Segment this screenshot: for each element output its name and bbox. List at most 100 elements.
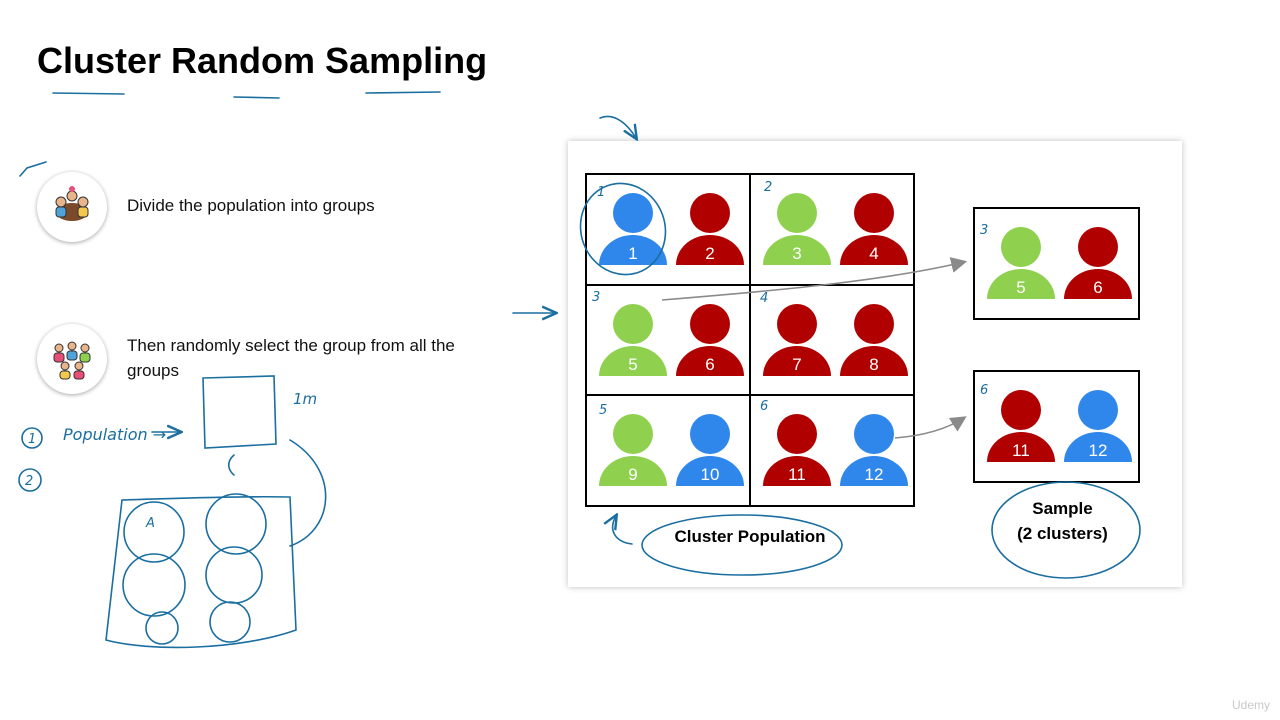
ink-sketch-curve (289, 439, 327, 547)
ink-cluster-number-5: 5 (599, 403, 607, 418)
person-head (854, 304, 894, 344)
person-head (690, 193, 730, 233)
ink-cluster-number-3: 3 (592, 290, 600, 305)
ink-sketch-arrow-down (227, 454, 235, 476)
watermark-logo: Udemy (1231, 698, 1270, 712)
person-body (987, 269, 1055, 299)
person-number: 4 (869, 244, 878, 263)
person-number: 10 (701, 465, 720, 484)
person-number: 6 (1093, 278, 1102, 297)
population-person-12: 12 (840, 414, 908, 486)
ink-size-note: 1m (293, 390, 317, 408)
person-number: 6 (705, 355, 714, 374)
person-head (1078, 390, 1118, 430)
ink-arrow-top (599, 115, 636, 138)
sample-box-2 (973, 370, 1140, 483)
person-number: 5 (1016, 278, 1025, 297)
person-body (840, 346, 908, 376)
ink-check-mark (19, 161, 47, 177)
person-head (777, 304, 817, 344)
person-body (676, 456, 744, 486)
slide-title: Cluster Random Sampling (37, 40, 488, 81)
population-person-8: 8 (840, 304, 908, 376)
person-head (1001, 390, 1041, 430)
person-head (690, 304, 730, 344)
population-caption: Cluster Population (674, 527, 826, 546)
bullet-text-2: Then randomly select the group from all … (127, 336, 455, 380)
ink-mark-one: 1 (28, 432, 36, 447)
person-body (840, 456, 908, 486)
ink-sketch-group-6 (209, 601, 251, 643)
person-body (763, 346, 831, 376)
population-person-11: 11 (763, 414, 831, 486)
person-head (854, 414, 894, 454)
person-body (987, 432, 1055, 462)
ink-sample-number-6: 6 (980, 383, 988, 398)
person-head (854, 193, 894, 233)
population-person-4: 4 (840, 193, 908, 265)
population-person-2: 2 (676, 193, 744, 265)
selection-arrow-1 (661, 257, 968, 301)
person-number: 2 (705, 244, 714, 263)
person-head (690, 414, 730, 454)
person-head (777, 193, 817, 233)
person-body (676, 346, 744, 376)
person-number: 12 (865, 465, 884, 484)
ink-sketch-group-4 (205, 546, 263, 604)
sample-person-5: 5 (987, 227, 1055, 299)
population-person-3: 3 (763, 193, 831, 265)
person-number: 9 (628, 465, 637, 484)
selection-arrow-2 (894, 416, 967, 439)
population-person-1: 1 (599, 193, 667, 265)
person-body (599, 235, 667, 265)
person-number: 5 (628, 355, 637, 374)
ink-mark-two: 2 (25, 474, 33, 489)
person-body (1064, 269, 1132, 299)
ink-circle-population-caption (641, 514, 843, 576)
ink-group-letter: A (145, 516, 155, 531)
sample-person-11: 11 (987, 390, 1055, 462)
person-body (599, 456, 667, 486)
person-body (840, 235, 908, 265)
sample-box-1 (973, 207, 1140, 320)
sample-person-6: 6 (1064, 227, 1132, 299)
person-number: 3 (792, 244, 801, 263)
ink-cluster-number-1: 1 (597, 185, 605, 200)
ink-underline-1 (52, 92, 125, 95)
ink-circled-mark-1 (21, 427, 43, 449)
population-person-5: 5 (599, 304, 667, 376)
ink-arrow-bottom (613, 516, 633, 545)
group-meeting-icon (37, 172, 107, 242)
person-head (1078, 227, 1118, 267)
bullet-text-1: Divide the population into groups (127, 196, 375, 215)
person-head (777, 414, 817, 454)
person-number: 1 (628, 244, 637, 263)
ink-sketch-group-3 (122, 553, 186, 617)
person-head (613, 304, 653, 344)
ink-sketch-group-1 (123, 501, 185, 563)
ink-cluster-number-4: 4 (760, 291, 768, 306)
ink-sample-number-3: 3 (980, 223, 988, 238)
ink-sketch-container (105, 495, 297, 649)
person-body (763, 235, 831, 265)
ink-circle-sample-caption (991, 481, 1141, 579)
person-number: 11 (788, 465, 806, 484)
ink-sketch-group-2 (205, 493, 267, 555)
person-number: 7 (792, 355, 801, 374)
person-body (763, 456, 831, 486)
ink-cluster-number-6: 6 (760, 399, 768, 414)
ink-underline-2 (233, 96, 280, 99)
person-number: 11 (1012, 441, 1030, 460)
sample-caption-line2: (2 clusters) (1017, 524, 1108, 543)
population-person-10: 10 (676, 414, 744, 486)
ink-underline-3 (365, 91, 441, 94)
ink-cluster-number-2: 2 (764, 180, 772, 195)
person-body (599, 346, 667, 376)
ink-annotations (18, 91, 1141, 649)
people-crowd-icon (37, 324, 107, 394)
sample-person-12: 12 (1064, 390, 1132, 462)
person-head (613, 414, 653, 454)
ink-sketch-box (202, 375, 277, 449)
person-head (1001, 227, 1041, 267)
